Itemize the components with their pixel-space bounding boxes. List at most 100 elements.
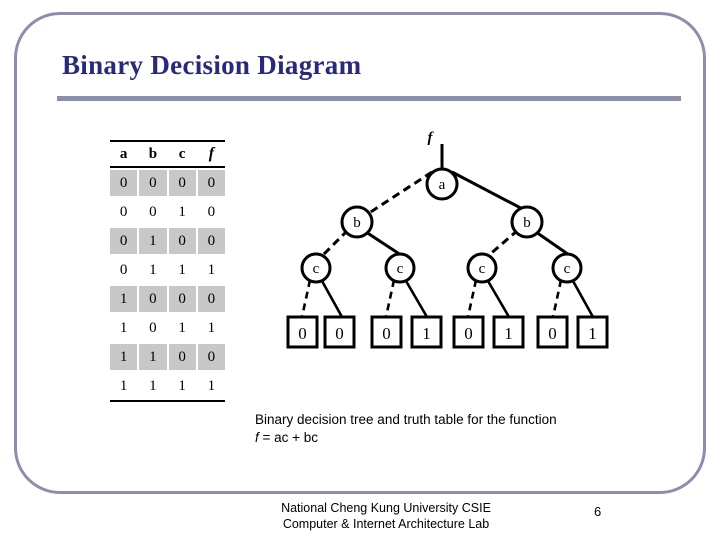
- table-cell: 0: [207, 203, 216, 220]
- truth-table-header-b: b: [148, 146, 158, 162]
- table-cell: 0: [119, 261, 128, 278]
- truth-table-header-a: a: [119, 146, 128, 162]
- table-cell: 1: [207, 261, 216, 278]
- table-row: 0 0 1 0: [110, 197, 225, 226]
- table-cell: 0: [168, 285, 196, 312]
- table-cell: 0: [110, 227, 138, 254]
- bdd-node-c-0-label: c: [313, 261, 320, 277]
- table-cell: 1: [139, 227, 167, 254]
- truth-table-header-c: c: [178, 146, 186, 162]
- table-row: 1 1 0 0: [110, 342, 225, 371]
- table-cell: 1: [149, 261, 157, 278]
- edge-c1-low: [384, 279, 396, 318]
- slide-border-frame: [14, 12, 706, 494]
- bdd-leaf-box-5: [492, 315, 525, 349]
- table-row: 1 0 0 0: [110, 284, 225, 313]
- bdd-leaf-label-2: 0: [382, 324, 391, 343]
- edge-c1-high: [404, 280, 429, 318]
- bdd-node-c-2: [466, 252, 498, 284]
- edge-c3-low: [551, 279, 563, 318]
- page-title: Binary Decision Diagram: [62, 50, 362, 80]
- bdd-node-a-label: a: [439, 177, 446, 193]
- bdd-leaf-label-0: 0: [298, 324, 307, 343]
- table-cell: 0: [149, 319, 157, 336]
- table-cell: 1: [110, 343, 138, 370]
- edge-c0-low: [300, 279, 312, 318]
- slide-footer: National Cheng Kung University CSIE Comp…: [256, 500, 516, 532]
- table-cell: 0: [139, 285, 167, 312]
- table-cell: 1: [139, 343, 167, 370]
- bdd-leaf-box-1: [323, 315, 356, 349]
- footer-line-2: Computer & Internet Architecture Lab: [282, 517, 490, 531]
- bdd-leaf-box-4: [452, 315, 485, 349]
- table-row: 0 1 1 1: [110, 255, 225, 284]
- footer-line-1: National Cheng Kung University CSIE: [281, 501, 491, 515]
- truth-table: a b c f 0 0 0 0 0 0 1 0 0 1 0 0 0 1 1 1 …: [110, 140, 225, 402]
- bdd-node-c-2-label: c: [479, 261, 486, 277]
- table-cell: 0: [110, 169, 138, 196]
- bdd-leaf-box-0: [286, 315, 319, 349]
- edge-b1-low: [487, 228, 519, 258]
- bdd-node-a: [425, 167, 459, 201]
- bdd-node-b-left: [340, 205, 374, 239]
- bdd-node-c-3: [551, 252, 583, 284]
- caption-function-body: = ac + bc: [258, 430, 319, 445]
- table-cell: 0: [197, 285, 225, 312]
- table-cell: 1: [178, 203, 186, 220]
- table-cell: 1: [149, 377, 157, 394]
- table-cell: 0: [149, 203, 157, 220]
- title-underline-rule: [57, 96, 681, 101]
- table-cell: 0: [139, 169, 167, 196]
- bdd-node-b-right-label: b: [523, 215, 531, 231]
- table-cell: 1: [178, 319, 186, 336]
- table-cell: 1: [110, 285, 138, 312]
- bdd-node-b-right: [510, 205, 544, 239]
- table-cell: 1: [119, 319, 128, 336]
- table-cell: 0: [168, 169, 196, 196]
- bdd-leaf-label-4: 0: [464, 324, 473, 343]
- bdd-leaf-box-7: [576, 315, 609, 349]
- caption-function-symbol: f: [255, 430, 259, 445]
- edge-c0-high: [320, 280, 344, 318]
- truth-table-header-rule: [110, 166, 225, 168]
- bdd-leaf-box-3: [410, 315, 443, 349]
- bdd-node-b-left-label: b: [353, 215, 361, 231]
- table-cell: 1: [178, 377, 186, 394]
- table-row: 0 1 0 0: [110, 226, 225, 255]
- table-row: 1 1 1 1: [110, 371, 225, 400]
- table-row: 0 0 0 0: [110, 168, 225, 197]
- page-number: 6: [594, 504, 602, 519]
- table-cell: 0: [197, 227, 225, 254]
- table-cell: 0: [197, 169, 225, 196]
- truth-table-header-row: a b c f: [110, 142, 225, 166]
- edge-a-low: [365, 170, 433, 217]
- caption-line-2: f = ac + bc: [255, 429, 655, 447]
- table-cell: 1: [178, 261, 186, 278]
- bdd-leaf-label-7: 1: [588, 324, 597, 343]
- edge-c3-high: [571, 280, 595, 318]
- caption-line-1: Binary decision tree and truth table for…: [255, 412, 557, 427]
- bdd-node-c-1: [384, 252, 416, 284]
- truth-table-bottom-rule: [110, 400, 225, 402]
- edge-c2-high: [486, 280, 511, 318]
- table-cell: 1: [119, 377, 128, 394]
- table-cell: 0: [168, 227, 196, 254]
- truth-table-header-f: f: [208, 145, 215, 162]
- bdd-leaf-box-6: [536, 315, 569, 349]
- table-cell: 0: [168, 343, 196, 370]
- table-cell: 0: [197, 343, 225, 370]
- bdd-leaf-label-3: 1: [422, 324, 431, 343]
- truth-table-top-rule: [110, 140, 225, 142]
- bdd-leaf-label-1: 0: [335, 324, 344, 343]
- bdd-leaf-box-2: [370, 315, 403, 349]
- table-cell: 0: [119, 203, 128, 220]
- bdd-leaf-label-5: 1: [504, 324, 513, 343]
- tree-function-label: f: [428, 130, 435, 146]
- binary-decision-tree: f a b b c c c c 0 0 0 1 0 1 0 1: [280, 128, 620, 368]
- table-cell: 1: [207, 377, 216, 394]
- table-cell: 1: [207, 319, 216, 336]
- bdd-node-c-3-label: c: [564, 261, 571, 277]
- edge-b0-low: [320, 228, 350, 258]
- bdd-node-c-1-label: c: [397, 261, 404, 277]
- table-row: 1 0 1 1: [110, 313, 225, 342]
